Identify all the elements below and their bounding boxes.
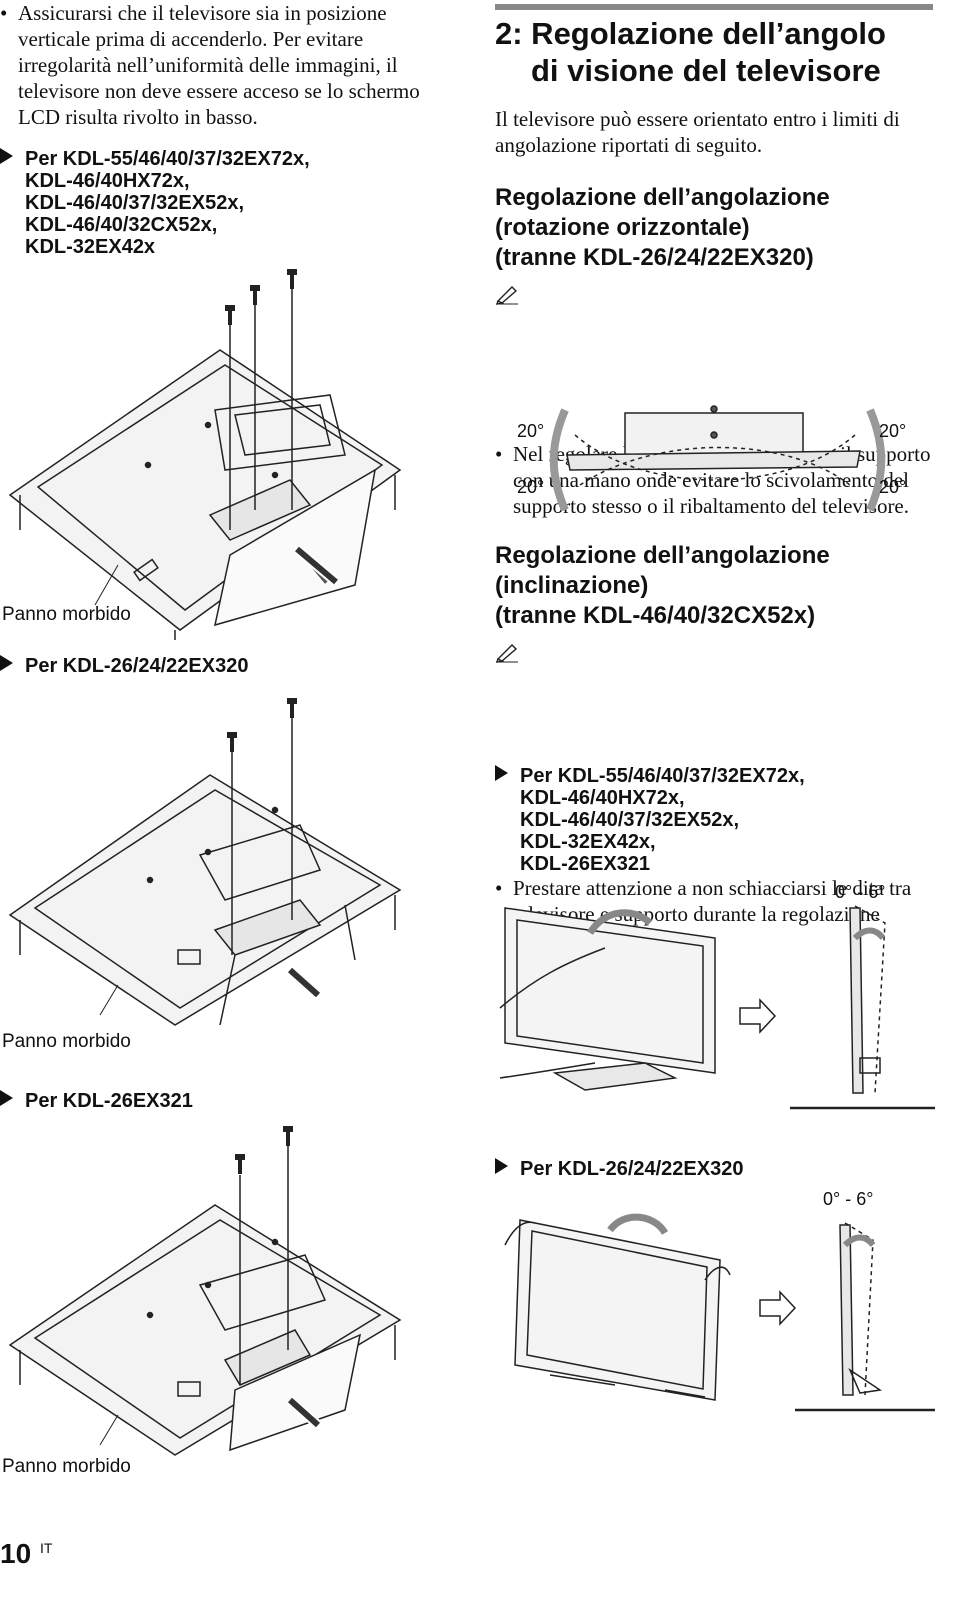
tilt-illustration-2: 0° - 6°	[504, 1189, 935, 1412]
bullet-triangle-icon	[0, 655, 13, 671]
tilt-heading: Regolazione dell’angolazione (inclinazio…	[495, 542, 830, 629]
language-code: IT	[40, 1540, 53, 1556]
model-heading-3: Per KDL-26EX321	[0, 1090, 193, 1112]
caption-soft-cloth-1: Panno morbido	[2, 604, 131, 625]
stand-removal-illustration-1	[8, 269, 402, 640]
stand-removal-illustration-3	[8, 1126, 402, 1456]
angle-label-bottom-right: 20°	[879, 477, 906, 497]
tilt-model-heading-1: Per KDL-55/46/40/37/32EX72x, KDL-46/40HX…	[495, 765, 935, 875]
caption-soft-cloth-2: Panno morbido	[2, 1031, 131, 1052]
tilt-range-label-2: 0° - 6°	[823, 1189, 873, 1209]
bullet-triangle-icon	[0, 1090, 13, 1106]
bullet-triangle-icon	[0, 148, 13, 164]
caption-soft-cloth-3: Panno morbido	[2, 1456, 131, 1477]
screw-icon	[225, 269, 297, 325]
angle-label-bottom-left: 20°	[517, 477, 544, 497]
intro-paragraph: Assicurarsi che il televisore sia in pos…	[0, 0, 438, 130]
swivel-heading: Regolazione dell’angolazione (rotazione …	[495, 184, 830, 271]
model-heading-1: Per KDL-55/46/40/37/32EX72x, KDL-46/40HX…	[0, 148, 420, 258]
section-title: 2: Regolazione dell’angolo di visione de…	[495, 16, 886, 88]
section-intro: Il televisore può essere orientato entro…	[495, 107, 900, 157]
tilt-illustration-1: 0° - 6°	[499, 882, 935, 1110]
tilt-model-heading-2: Per KDL-26/24/22EX320	[495, 1158, 743, 1180]
page-number: 10	[0, 1538, 32, 1569]
note-pencil-icon	[495, 286, 518, 305]
tilt-range-label-1: 0° - 6°	[835, 882, 885, 902]
intro-text: Assicurarsi che il televisore sia in pos…	[18, 1, 420, 129]
screw-icon	[227, 698, 297, 752]
bullet-triangle-icon	[495, 765, 508, 781]
stand-removal-illustration-2	[8, 698, 402, 1026]
screw-icon	[235, 1126, 293, 1174]
note-pencil-icon	[495, 644, 518, 663]
bullet-triangle-icon	[495, 1158, 508, 1174]
swivel-illustration: 20° 20° 20° 20°	[517, 405, 906, 512]
angle-label-top-left: 20°	[517, 421, 544, 441]
angle-label-top-right: 20°	[879, 421, 906, 441]
section-divider	[495, 4, 933, 10]
model-heading-2: Per KDL-26/24/22EX320	[0, 655, 248, 677]
